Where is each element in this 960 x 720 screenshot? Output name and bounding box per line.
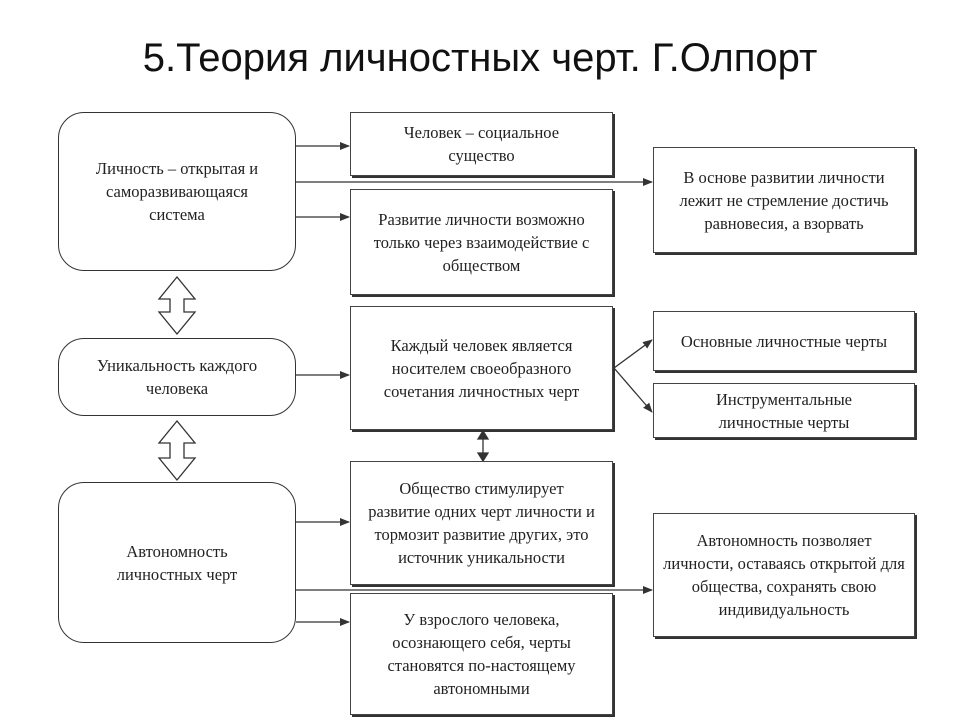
- node-social-being: Человек – социальное существо: [350, 112, 613, 176]
- node-autonomy: Автономность личностных черт: [58, 482, 296, 643]
- node-instrumental-traits-text: Инструментальные личностные черты: [715, 389, 853, 432]
- node-development-interaction: Развитие личности возможно только через …: [350, 189, 613, 295]
- node-autonomy-allows-text: Автономность позволяет личности, оставая…: [663, 531, 905, 619]
- arrow-carrier-to-basic: [613, 339, 653, 369]
- node-society-stimulates: Общество стимулирует развитие одних черт…: [350, 461, 613, 585]
- node-society-stimulates-text: Общество стимулирует развитие одних черт…: [368, 479, 595, 567]
- node-basic-traits: Основные личностные черты: [653, 311, 915, 371]
- node-instrumental-traits: Инструментальные личностные черты: [653, 383, 915, 438]
- node-uniqueness-text: Уникальность каждого человека: [96, 356, 258, 398]
- node-development-basis-text: В основе развитии личности лежит не стре…: [679, 167, 889, 233]
- node-uniqueness: Уникальность каждого человека: [58, 338, 296, 416]
- node-personality-open-system-text: Личность – открытая и саморазвивающаяся …: [95, 159, 259, 224]
- node-personality-open-system: Личность – открытая и саморазвивающаяся …: [58, 112, 296, 271]
- arrow-carrier-to-instrumental: [613, 367, 653, 413]
- node-development-basis: В основе развитии личности лежит не стре…: [653, 147, 915, 253]
- double-arrow-personality-uniqueness: [157, 275, 197, 336]
- node-autonomy-text: Автономность личностных черт: [116, 541, 238, 584]
- node-adult-traits-text: У взрослого человека, осознающего себя, …: [387, 610, 576, 698]
- node-adult-traits: У взрослого человека, осознающего себя, …: [350, 593, 613, 715]
- node-autonomy-allows: Автономность позволяет личности, оставая…: [653, 513, 915, 637]
- node-carrier-of-traits: Каждый человек является носителем своеоб…: [350, 306, 613, 430]
- node-carrier-of-traits-text: Каждый человек является носителем своеоб…: [383, 335, 580, 401]
- double-arrow-uniqueness-autonomy: [157, 419, 197, 482]
- slide-title: 5.Теория личностных черт. Г.Олпорт: [142, 36, 818, 80]
- node-development-interaction-text: Развитие личности возможно только через …: [373, 209, 590, 275]
- node-basic-traits-text: Основные личностные черты: [680, 331, 888, 351]
- node-social-being-text: Человек – социальное существо: [403, 123, 560, 165]
